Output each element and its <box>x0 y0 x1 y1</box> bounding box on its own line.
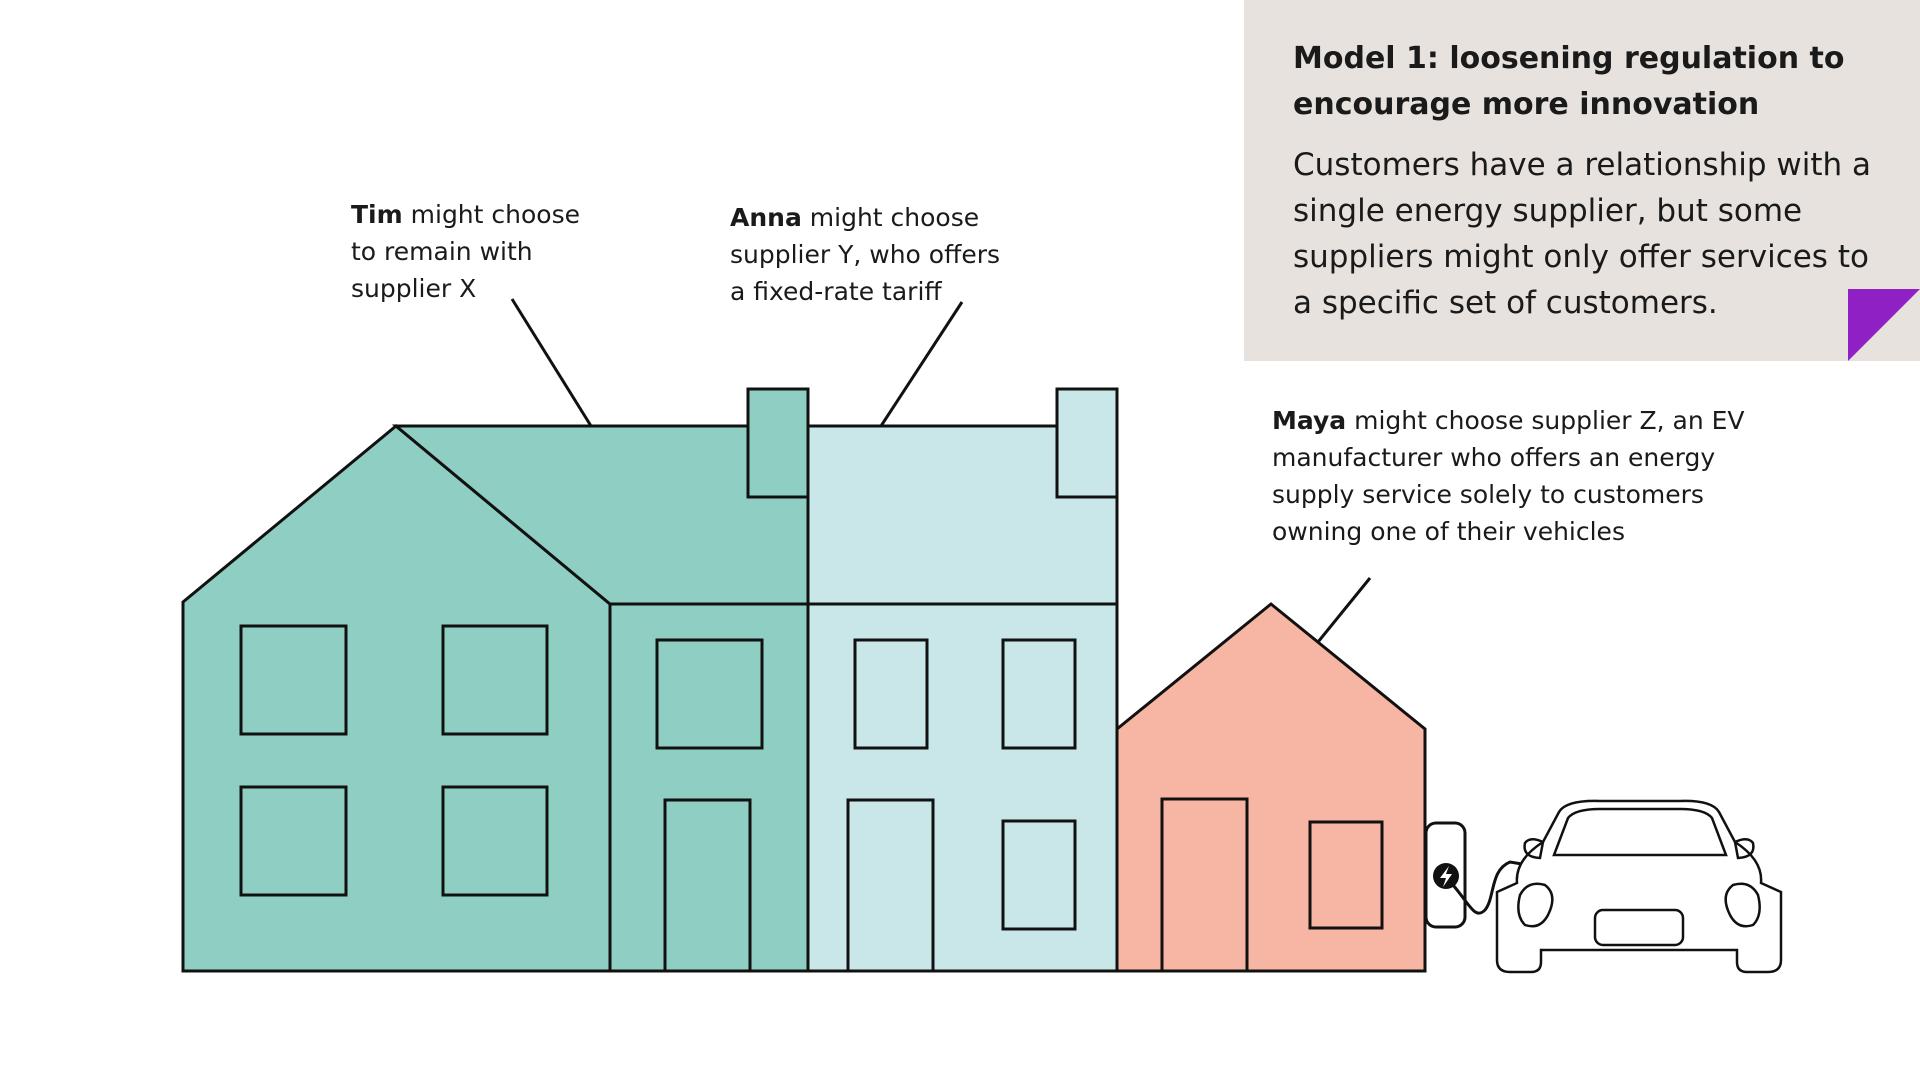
tim-leader-line <box>510 298 593 427</box>
callout-tim-name: Tim <box>351 200 403 229</box>
tim-door <box>663 798 752 973</box>
maya-window <box>1308 820 1384 930</box>
car-headlight-right <box>1724 882 1761 928</box>
model-title: Model 1: loosening regulation to encoura… <box>1293 41 1845 122</box>
model-info-panel: Model 1: loosening regulation to encoura… <box>1244 0 1920 361</box>
callout-maya-name: Maya <box>1272 406 1347 435</box>
model-description: Customers have a relationship with a sin… <box>1293 147 1872 321</box>
maya-door <box>1160 797 1249 973</box>
anna-leader-line <box>879 301 964 427</box>
car-mirror-left <box>1523 838 1545 860</box>
anna-door <box>846 798 935 973</box>
callout-maya-text: might choose supplier Z, an EV manufactu… <box>1272 406 1745 546</box>
anna-house <box>806 387 1119 973</box>
tim-chimney <box>746 387 810 499</box>
tim-house-extension-wall <box>608 602 810 973</box>
tim-house <box>181 387 810 973</box>
maya-house <box>1115 602 1427 973</box>
callout-tim-text: might choose to remain with supplier X <box>351 200 580 303</box>
callout-maya: Maya might choose supplier Z, an EV manu… <box>1272 402 1772 550</box>
tim-window-5 <box>655 638 764 750</box>
tim-window-4 <box>441 785 549 897</box>
charger-cable <box>1451 860 1523 915</box>
electric-car-icon <box>1495 799 1783 974</box>
anna-house-lower <box>806 602 1119 973</box>
anna-window-3 <box>1001 819 1077 931</box>
lightning-bolt-icon <box>1433 863 1459 889</box>
anna-chimney <box>1055 387 1119 499</box>
tim-window-1 <box>239 624 348 736</box>
car-body <box>1495 799 1783 974</box>
tim-window-3 <box>239 785 348 897</box>
car-headlight-left <box>1517 882 1554 928</box>
maya-leader-line <box>1316 577 1372 643</box>
callout-anna: Anna might choose supplier Y, who offers… <box>730 199 1020 310</box>
callout-anna-name: Anna <box>730 203 802 232</box>
anna-window-2 <box>1001 638 1077 750</box>
car-grille <box>1593 908 1685 947</box>
car-windshield <box>1552 807 1728 857</box>
car-mirror-right <box>1733 838 1755 860</box>
anna-window-1 <box>853 638 929 750</box>
callout-anna-text: might choose supplier Y, who offers a fi… <box>730 203 1001 306</box>
tim-window-2 <box>441 624 549 736</box>
corner-triangle-icon <box>1848 289 1920 361</box>
callout-tim: Tim might choose to remain with supplier… <box>351 196 611 307</box>
